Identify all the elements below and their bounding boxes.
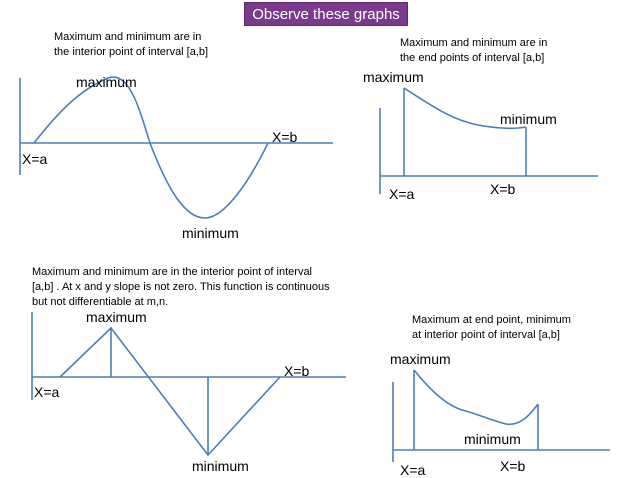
bl-a-label: X=a xyxy=(34,384,60,400)
bl-b-label: X=b xyxy=(284,363,310,379)
tl-desc-line1: Maximum and minimum are in xyxy=(54,31,202,43)
graph-top-left xyxy=(19,76,333,219)
br-max-label: maximum xyxy=(390,351,451,367)
tl-desc-line2: the interior point of interval [a,b] xyxy=(54,46,209,58)
graph-top-right xyxy=(379,87,598,194)
bl-min-label: minimum xyxy=(192,458,249,474)
br-min-label: minimum xyxy=(464,431,521,447)
bl-max-label: maximum xyxy=(86,309,147,325)
br-b-label: X=b xyxy=(500,458,526,474)
tr-min-label: minimum xyxy=(500,111,557,127)
tl-a-label: X=a xyxy=(22,151,48,167)
br-desc-line2: at interior point of interval [a,b] xyxy=(412,329,560,341)
tr-max-label: maximum xyxy=(363,69,424,85)
bl-desc-line2: [a,b] . At x and y slope is not zero. Th… xyxy=(32,281,330,293)
tr-b-label: X=b xyxy=(490,181,516,197)
title-banner: Observe these graphs xyxy=(244,2,408,26)
tl-b-label: X=b xyxy=(272,129,298,145)
dip-curve xyxy=(413,369,539,426)
bl-desc-line1: Maximum and minimum are in the interior … xyxy=(32,266,313,278)
graph-bottom-right xyxy=(392,369,610,462)
tl-min-label: minimum xyxy=(182,225,239,241)
br-desc-line1: Maximum at end point, minimum xyxy=(412,314,571,326)
bl-desc-line3: but not differentiable at m,n. xyxy=(32,296,169,308)
tr-desc-line2: the end points of interval [a,b] xyxy=(400,52,545,64)
tr-desc-line1: Maximum and minimum are in xyxy=(400,37,548,49)
sine-curve xyxy=(33,76,269,219)
tr-a-label: X=a xyxy=(389,186,415,202)
tl-max-label: maximum xyxy=(76,74,137,90)
graph-bottom-left xyxy=(31,312,346,457)
piecewise-curve xyxy=(59,326,281,457)
decreasing-curve xyxy=(403,87,527,130)
br-a-label: X=a xyxy=(400,462,426,478)
